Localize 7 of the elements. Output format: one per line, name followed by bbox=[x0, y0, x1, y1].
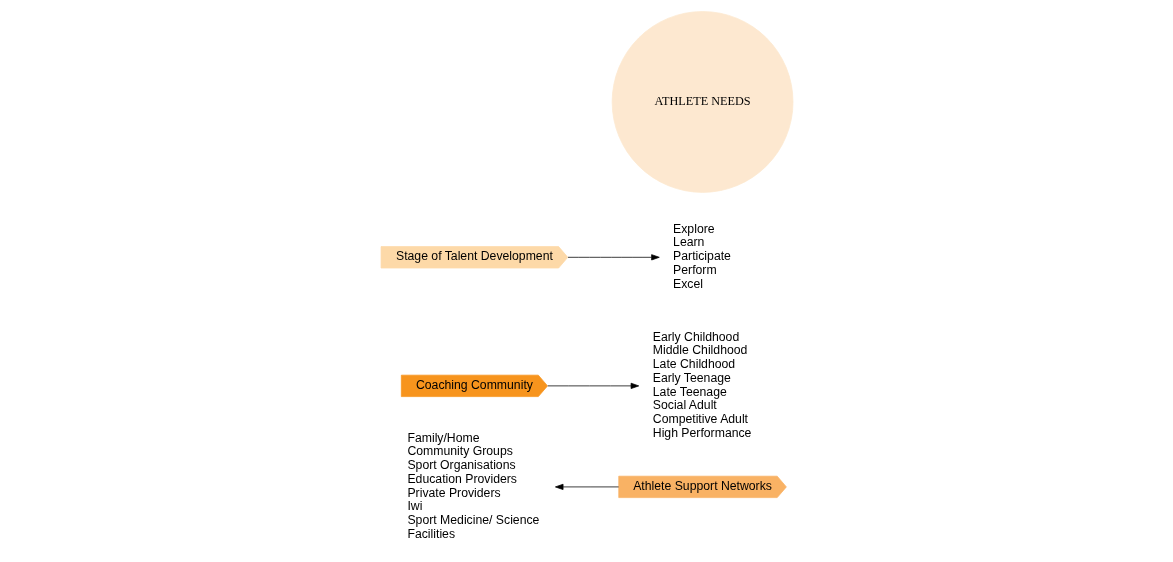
node-circle: ATHLETE NEEDS bbox=[611, 11, 793, 193]
arrow bbox=[567, 254, 660, 261]
arrow bbox=[554, 483, 619, 490]
node-text: Early Childhood Middle Childhood Late Childhood Early Teenage Late Teenage Social Adult Competitive Adult High Performance bbox=[652, 329, 751, 441]
node-text: Family/Home Community Groups Sport Organisations Education Providers Private Providers Iwi Sport Medicine/ Science Facilities bbox=[406, 430, 539, 542]
arrow bbox=[546, 382, 639, 389]
node-text: Explore Learn Participate Perform Excel bbox=[672, 221, 731, 291]
